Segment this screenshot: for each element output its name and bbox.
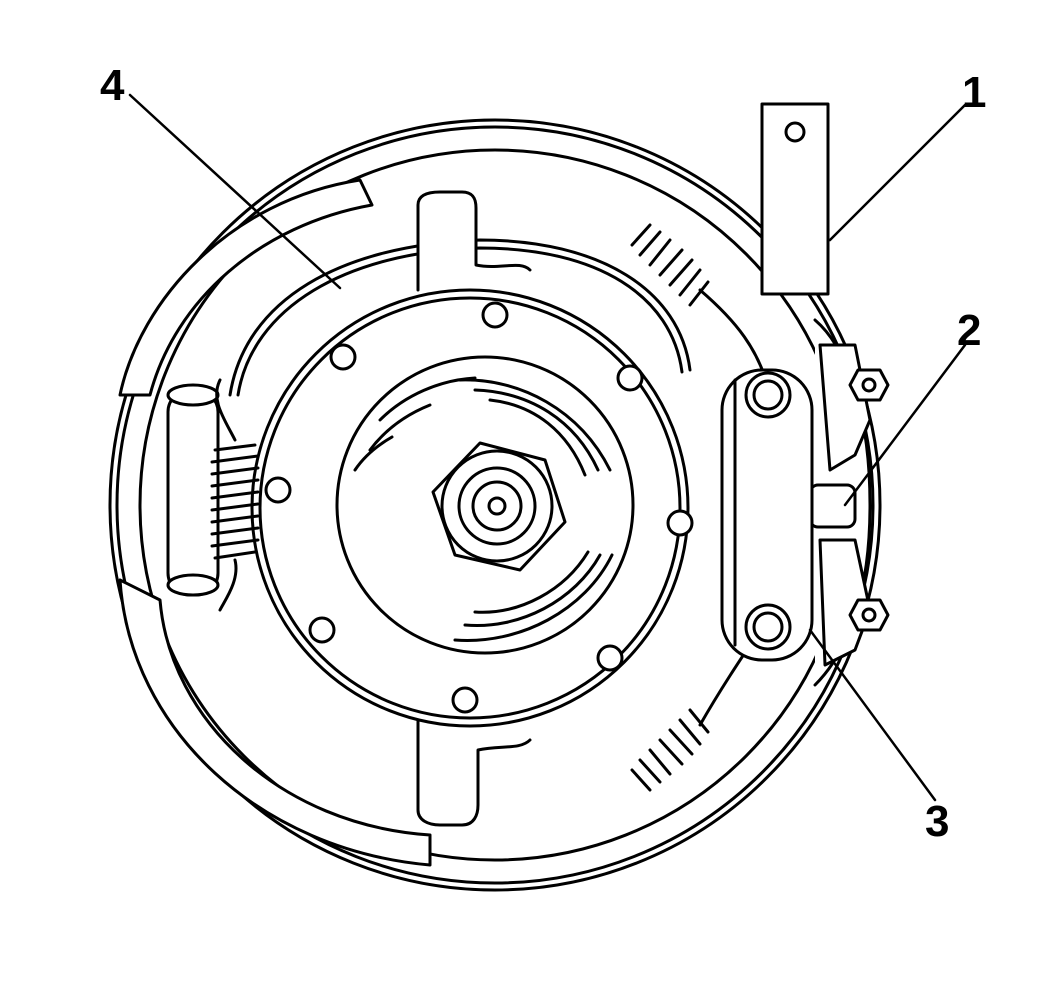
parking-brake-lever: [720, 368, 814, 662]
brake-shoe-lower-left: [118, 578, 432, 867]
left-spring: [210, 378, 260, 612]
shoe-lug-top: [416, 190, 532, 292]
bracket-tab: [760, 102, 830, 296]
leader-lines: [128, 93, 967, 802]
leader-line-4: [128, 93, 342, 290]
leader-line-2: [843, 343, 967, 507]
mounting-bolt-upper: [848, 368, 890, 402]
stud-holes: [264, 301, 694, 714]
callout-2: 2: [957, 306, 981, 355]
callout-1: 1: [962, 68, 986, 117]
callout-3: 3: [925, 797, 949, 846]
axle-nut: [431, 441, 567, 572]
adjuster-cylinder: [166, 383, 220, 597]
shoe-lug-bottom: [416, 718, 532, 827]
callout-4: 4: [100, 61, 125, 110]
leader-line-3: [808, 628, 937, 802]
mounting-bolt-lower: [848, 598, 890, 632]
shoe-lining: [228, 238, 692, 397]
brake-shoe-upper-left: [118, 178, 374, 397]
leader-line-1: [828, 103, 967, 242]
